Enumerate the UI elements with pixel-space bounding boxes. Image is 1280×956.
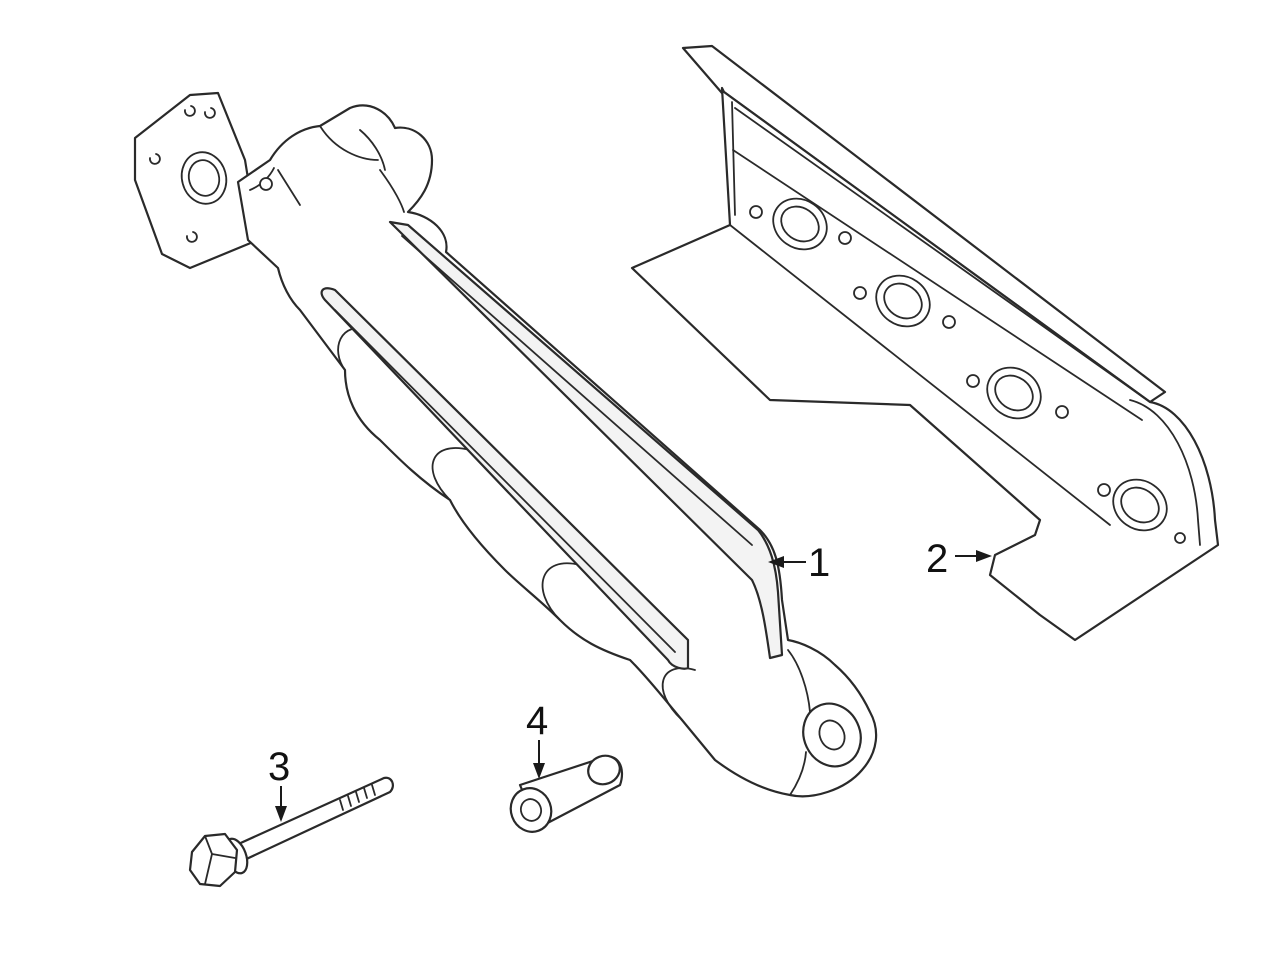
shield-port-4 <box>1097 478 1186 544</box>
callout-3: 3 <box>268 745 290 822</box>
shield-port-3 <box>966 366 1069 420</box>
spacer-sleeve <box>509 754 624 833</box>
callout-2: 2 <box>926 537 992 581</box>
shield-port-2 <box>853 274 956 329</box>
bolt <box>188 776 394 888</box>
shield-port-1 <box>749 197 852 251</box>
callout-label-3: 3 <box>268 745 290 789</box>
arrow-2 <box>976 550 992 562</box>
arrow-4 <box>533 763 545 779</box>
callout-label-2: 2 <box>926 537 948 581</box>
heat-shield <box>630 44 1220 642</box>
arrow-3 <box>275 806 287 822</box>
callout-label-4: 4 <box>526 699 548 743</box>
callout-1: 1 <box>768 541 830 585</box>
arrow-1 <box>768 556 784 568</box>
callout-4: 4 <box>526 699 548 779</box>
callout-label-1: 1 <box>808 541 830 585</box>
exhaust-manifold <box>133 91 878 798</box>
